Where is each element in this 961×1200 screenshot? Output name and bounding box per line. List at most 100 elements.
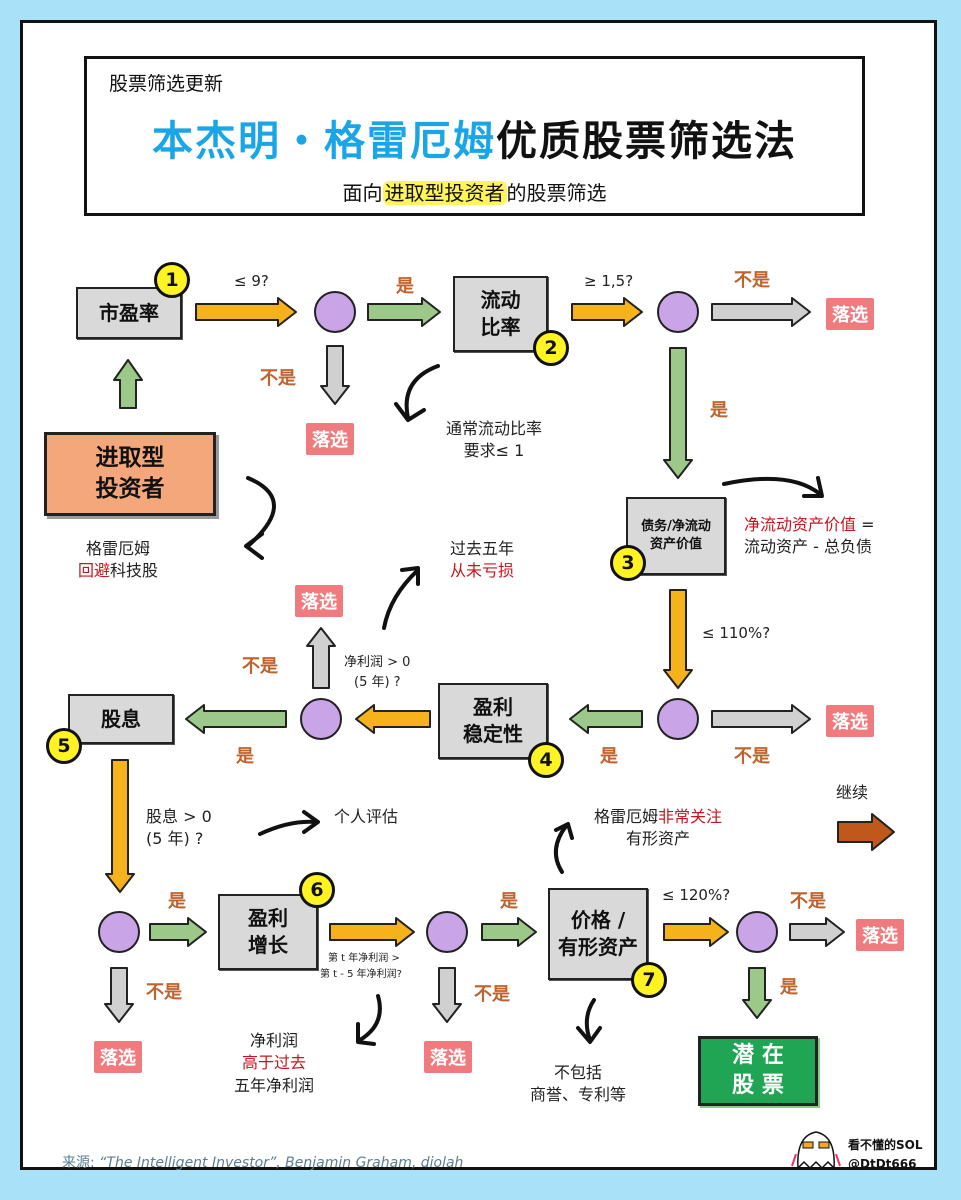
- note-ncav-formula: 净流动资产价值 = 流动资产 - 总负债: [744, 514, 875, 559]
- arrow-step6-to-node6: [329, 917, 415, 947]
- arrow-step2-to-node2: [571, 297, 643, 327]
- yes-label-6: 是: [500, 891, 518, 912]
- step-1-label: 市盈率: [99, 300, 159, 325]
- note-no-loss-line1: 过去五年: [450, 539, 515, 558]
- arrow-node5-no: [104, 967, 134, 1023]
- step-badge-2: 2: [533, 330, 569, 366]
- continue-label: 继续: [836, 783, 869, 802]
- curve-arrow-current-ratio-head: [394, 402, 426, 422]
- arrow-node6-no: [432, 967, 462, 1023]
- note-avoid-tech: 格雷厄姆 回避科技股: [78, 538, 158, 583]
- curve-arrow-avoid-tech-head: [244, 532, 264, 560]
- yes-label-1: 是: [396, 276, 414, 297]
- no-label-2: 不是: [734, 270, 770, 291]
- no-label-7: 不是: [790, 891, 826, 912]
- arrow-node1-no: [320, 345, 350, 405]
- step-badge-6: 6: [299, 872, 335, 908]
- note-no-loss-red: 从未亏损: [450, 561, 515, 581]
- reject-4: 落选: [295, 585, 343, 617]
- arrow-node7-no: [789, 917, 845, 947]
- condition-step-4-line2: (5 年) ?: [354, 674, 401, 690]
- note-growth-line3: 五年净利润: [234, 1075, 315, 1095]
- note-current-ratio-line1: 通常流动比率: [446, 419, 543, 438]
- step-badge-7: 7: [631, 962, 667, 998]
- step-2-line1: 流动: [480, 288, 521, 312]
- step-3-line1: 债务/净流动: [641, 519, 711, 535]
- step-6-earnings-growth: 盈利增长: [218, 894, 318, 970]
- subtitle: 面向进取型投资者的股票筛选: [87, 177, 862, 206]
- note-personal-assessment: 个人评估: [334, 807, 399, 826]
- curve-arrow-growth: [358, 994, 382, 1042]
- condition-step-5-line2: (5 年) ?: [146, 829, 204, 849]
- curve-arrow-ncav: [722, 476, 822, 496]
- arrow-node6-yes: [481, 917, 537, 947]
- arrow-node1-yes: [367, 297, 441, 327]
- ghost-mascot-icon: [791, 1131, 841, 1170]
- step-6-line2: 增长: [248, 933, 288, 957]
- step-badge-4: 4: [528, 742, 564, 778]
- step-4-line2: 稳定性: [463, 722, 523, 746]
- curve-arrow-personal: [258, 819, 318, 836]
- arrow-node4-yes: [185, 704, 287, 734]
- arrow-start-to-step1: [113, 359, 143, 409]
- step-4-earnings-stability: 盈利稳定性: [438, 683, 548, 759]
- step-badge-1: 1: [154, 262, 190, 298]
- yes-label-2: 是: [710, 400, 728, 421]
- author-handle: @DtDt666: [848, 1157, 917, 1172]
- curve-arrow-personal-head: [302, 810, 320, 834]
- curve-arrow-tangible: [554, 824, 568, 874]
- subtitle-prefix: 面向: [342, 181, 383, 205]
- arrow-node7-yes: [742, 967, 772, 1019]
- no-label-3: 不是: [734, 746, 770, 767]
- step-7-line1: 价格 /: [570, 908, 626, 932]
- subtitle-highlight: 进取型投资者: [382, 181, 507, 205]
- start-line2: 投资者: [95, 476, 165, 502]
- reject-6: 落选: [424, 1041, 472, 1073]
- curve-arrow-growth-head: [356, 1022, 376, 1046]
- curve-arrow-exclude: [584, 998, 596, 1042]
- note-tangible-prefix: 格雷厄姆: [594, 807, 659, 826]
- step-3-line2: 资产价值: [649, 537, 702, 552]
- no-label-1: 不是: [260, 368, 296, 389]
- author-credit: 看不懂的SOL @DtDt666: [848, 1136, 923, 1174]
- result-line2: 股 票: [732, 1073, 784, 1098]
- step-7-line2: 有形资产: [558, 935, 638, 959]
- note-current-ratio: 通常流动比率 要求≤ 1: [446, 418, 542, 463]
- arrow-step5-to-node5: [105, 759, 135, 893]
- arrow-continue: [837, 813, 895, 851]
- arrow-node3-yes: [569, 704, 643, 734]
- decision-node-4: [300, 698, 342, 740]
- step-7-price-tangible: 价格 / 有形资产: [548, 888, 648, 980]
- curve-arrow-exclude-head: [576, 1026, 602, 1044]
- condition-step-6: 第 t 年净利润 > 第 t - 5 年净利润?: [320, 951, 402, 983]
- decision-node-7: [736, 911, 778, 953]
- decision-node-1: [314, 291, 356, 333]
- arrow-node2-no: [711, 297, 811, 327]
- step-2-line2: 比率: [480, 315, 521, 339]
- step-5-dividends: 股息: [68, 694, 174, 744]
- yes-label-7: 是: [780, 977, 798, 998]
- decision-node-5: [98, 911, 140, 953]
- result-line1: 潜 在: [732, 1043, 784, 1069]
- source-text: “The Intelligent Investor”, Benjamin Gra…: [94, 1155, 464, 1171]
- note-no-loss: 过去五年 从未亏损: [450, 538, 514, 583]
- decision-node-3: [657, 698, 699, 740]
- reject-7: 落选: [856, 919, 904, 951]
- note-exclude-line2: 商誉、专利等: [530, 1085, 627, 1105]
- condition-step-7: ≤ 120%?: [662, 886, 731, 904]
- decision-node-6: [426, 911, 468, 953]
- condition-step-5-line1: 股息 > 0: [146, 807, 212, 826]
- step-badge-3: 3: [610, 545, 646, 581]
- yes-label-3: 是: [600, 746, 618, 767]
- arrow-node5-yes: [149, 917, 207, 947]
- arrow-node4-no: [306, 627, 336, 689]
- note-ncav-line2: 流动资产 - 总负债: [744, 537, 872, 557]
- no-label-4: 不是: [242, 656, 278, 677]
- result-potential-stock: 潜 在股 票: [698, 1036, 818, 1106]
- author-name: 看不懂的SOL: [848, 1138, 923, 1152]
- start-line1: 进取型: [95, 444, 165, 471]
- note-avoid-tech-line1: 格雷厄姆: [86, 539, 151, 558]
- step-5-label: 股息: [101, 706, 141, 731]
- note-growth-red: 高于过去: [242, 1053, 307, 1073]
